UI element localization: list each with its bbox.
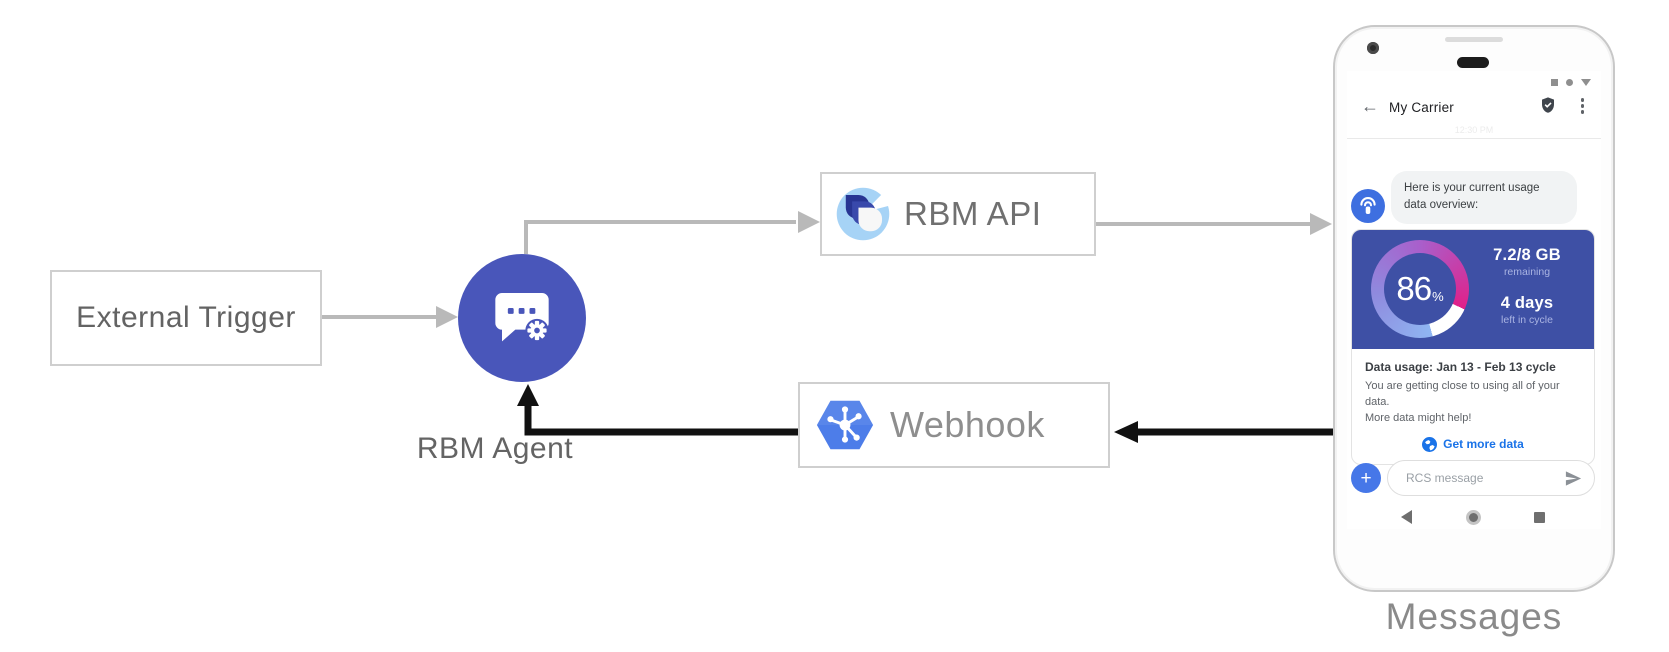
rbm-api-label: RBM API: [904, 195, 1042, 232]
send-icon[interactable]: [1564, 469, 1583, 488]
nav-home-icon[interactable]: [1465, 509, 1481, 525]
status-bar: [1551, 79, 1591, 86]
agent-message-bubble: Here is your current usage data overview…: [1391, 171, 1577, 224]
usage-card-text-line2: More data might help!: [1365, 411, 1472, 424]
compose-bar: [1387, 460, 1595, 496]
verified-shield-icon: [1542, 97, 1554, 113]
globe-icon: [1422, 436, 1438, 452]
nav-back-icon[interactable]: [1401, 510, 1412, 524]
external-trigger-node: External Trigger: [50, 270, 322, 366]
arrow-agent-to-api: [524, 220, 796, 254]
earpiece: [1457, 57, 1489, 68]
usage-card-body: Data usage: Jan 13 - Feb 13 cycle You ar…: [1352, 349, 1594, 464]
messages-caption: Messages: [1385, 596, 1563, 637]
get-more-data-label: Get more data: [1443, 437, 1524, 452]
status-triangle-icon: [1581, 79, 1591, 86]
agent-avatar: [1351, 189, 1385, 223]
usage-donut-gauge: 86%: [1371, 240, 1469, 338]
get-more-data-button[interactable]: Get more data: [1365, 436, 1581, 452]
back-arrow-icon[interactable]: ←: [1361, 96, 1379, 116]
conversation-header: ← My Carrier: [1347, 89, 1601, 129]
android-navbar: [1347, 507, 1601, 527]
status-circle-icon: [1566, 79, 1573, 86]
remaining-value: 7.2/8 GB: [1493, 246, 1561, 264]
chat-bubble-gear-icon: [495, 293, 549, 343]
webhook-node: Webhook: [798, 382, 1110, 468]
attach-plus-button[interactable]: +: [1351, 463, 1381, 493]
phone-mockup: ← My Carrier 12:30 PM H: [1333, 25, 1615, 592]
usage-percent: 86%: [1396, 270, 1444, 307]
top-speaker-slot: [1445, 37, 1503, 42]
rbm-api-node: RBM API: [820, 172, 1096, 256]
webhook-label: Webhook: [890, 404, 1045, 445]
usage-card-title: Data usage: Jan 13 - Feb 13 cycle: [1365, 360, 1556, 374]
usage-stats: 7.2/8 GB remaining 4 days left in cycle: [1468, 246, 1586, 326]
status-square-icon: [1551, 79, 1558, 86]
front-camera: [1367, 42, 1379, 54]
external-trigger-label: External Trigger: [76, 301, 296, 334]
rcs-message-input[interactable]: [1404, 470, 1548, 486]
overflow-menu-icon[interactable]: [1580, 98, 1584, 114]
hexagon-hub-spoke-icon: [816, 400, 874, 450]
usage-rich-card: 86% 7.2/8 GB remaining 4 days left in cy…: [1351, 229, 1595, 465]
message-timestamp: 12:30 PM: [1454, 125, 1494, 135]
rbm-agent-node: [458, 254, 586, 382]
broadcast-antenna-icon: [1360, 197, 1376, 214]
rcs-droplets-logo-icon: [836, 187, 892, 241]
arrow-webhook-to-agent: [524, 404, 798, 436]
rbm-agent-label: RBM Agent: [416, 432, 574, 465]
conversation-title: My Carrier: [1389, 100, 1454, 115]
usage-card-text-line1: You are getting close to using all of yo…: [1365, 380, 1560, 408]
remaining-label: remaining: [1503, 266, 1551, 278]
days-label: left in cycle: [1501, 314, 1553, 326]
days-value: 4 days: [1500, 294, 1554, 312]
phone-screen: ← My Carrier 12:30 PM H: [1347, 71, 1601, 529]
usage-card-media: 86% 7.2/8 GB remaining 4 days left in cy…: [1352, 230, 1594, 349]
nav-recent-icon[interactable]: [1534, 511, 1545, 523]
header-divider: [1347, 138, 1601, 139]
